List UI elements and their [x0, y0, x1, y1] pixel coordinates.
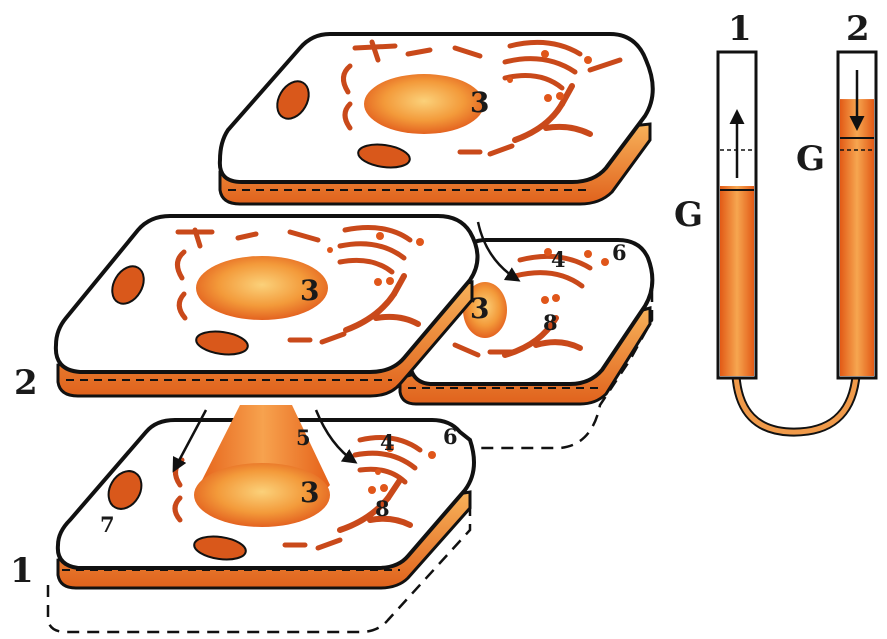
- top-vesicles: [507, 50, 592, 102]
- bottom-number-4: 4: [380, 430, 395, 455]
- top-golgi: [512, 83, 593, 143]
- u-tube: [716, 50, 878, 437]
- nuclear-channel: [194, 405, 330, 527]
- tube-1-g-label: G: [674, 195, 703, 235]
- bottom-arrows: [172, 409, 358, 473]
- tube-2-label: 2: [846, 9, 870, 49]
- top-arrow: [476, 221, 521, 282]
- middle-right-vesicles: [541, 248, 609, 304]
- middle-mitochondrion-2: [195, 330, 249, 356]
- bottom-vesicles: [368, 444, 436, 494]
- bottom-number-5: 5: [296, 425, 311, 450]
- top-er: [341, 39, 623, 157]
- top-mitochondrion: [276, 80, 310, 120]
- layer-1-dashed-outline: [46, 500, 472, 634]
- middle-right-er: [452, 253, 593, 358]
- middle-right-number-8: 8: [543, 310, 558, 335]
- top-mitochondrion-2: [357, 143, 411, 169]
- bottom-mitochondrion: [107, 470, 143, 510]
- top-cell: [217, 32, 655, 206]
- tube-2: [836, 50, 878, 380]
- bottom-mitochondrion-2: [193, 535, 247, 561]
- bottom-number-6: 6: [443, 424, 458, 449]
- tube-1-label: 1: [728, 9, 752, 49]
- middle-right-number-6: 6: [612, 240, 627, 265]
- tube-1: [716, 50, 758, 380]
- middle-vesicles: [327, 232, 424, 286]
- middle-left-cell: [53, 214, 480, 398]
- bottom-golgi: [337, 477, 413, 533]
- bottom-number-7: 7: [100, 512, 115, 537]
- middle-er: [175, 225, 413, 345]
- middle-mitochondrion: [111, 265, 145, 305]
- middle-nucleus-number: 3: [300, 274, 319, 307]
- middle-right-golgi: [502, 315, 583, 358]
- tube-2-g-label: G: [796, 139, 825, 179]
- layer-2-label: 2: [14, 363, 38, 403]
- middle-golgi: [343, 273, 421, 333]
- bottom-nucleus-number: 3: [300, 476, 319, 509]
- top-nucleus-number: 3: [470, 86, 489, 119]
- layer-1-label: 1: [10, 551, 34, 591]
- middle-right-nucleus-number: 3: [470, 292, 489, 325]
- bottom-number-8: 8: [375, 496, 390, 521]
- middle-right-number-4: 4: [551, 247, 566, 272]
